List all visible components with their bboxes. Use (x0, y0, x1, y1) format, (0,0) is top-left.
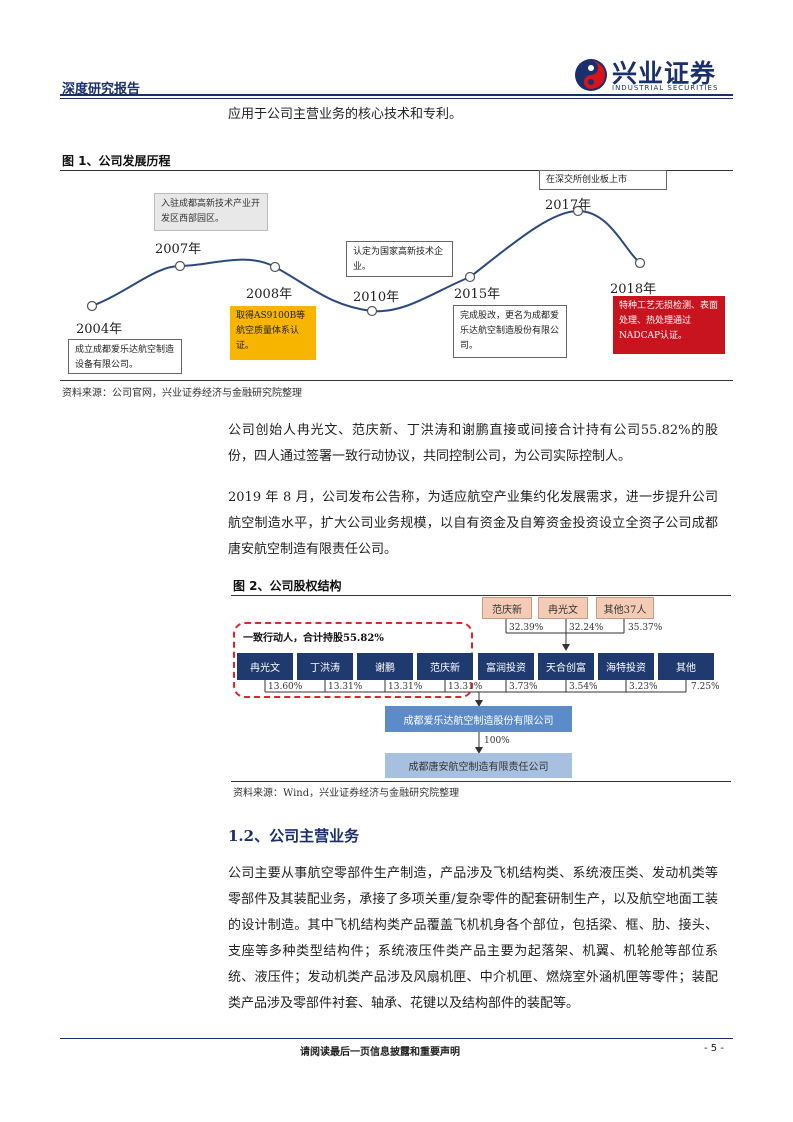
timeline-year-2017: 2017年 (545, 198, 592, 213)
timeline-event-2004: 成立成都爱乐达航空制造设备有限公司。 (68, 339, 182, 374)
shareholder-pct-6: 3.23% (629, 682, 658, 692)
timeline-year-2008: 2008年 (246, 287, 293, 302)
holder-connector-lines (505, 619, 625, 651)
figure1-bottom-rule (60, 380, 733, 381)
section-body: 公司主要从事航空零部件生产制造，产品涉及飞机结构类、系统液压类、发动机类等零部件… (228, 866, 718, 1011)
footer-divider (60, 1038, 733, 1039)
timeline-event-2007: 入驻成都高新技术产业开发区西部园区。 (154, 193, 268, 231)
holder-pct-ran: 32.24% (569, 623, 604, 633)
report-type: 深度研究报告 (62, 82, 141, 97)
holder-box-others37: 其他37人 (596, 597, 654, 619)
holder-pct-others37: 35.37% (628, 623, 663, 633)
figure1-top-rule (60, 170, 733, 171)
shareholder-box-7: 其他 (658, 653, 714, 680)
shareholder-box-1: 丁洪涛 (297, 653, 353, 680)
holder-pct-fan: 32.39% (509, 623, 544, 633)
timeline-year-2018: 2018年 (610, 282, 657, 297)
header-divider (60, 94, 733, 96)
page-number: - 5 - (704, 1043, 724, 1054)
shareholder-pct-0: 13.60% (268, 682, 303, 692)
brand-name-en: INDUSTRIAL SECURITIES (612, 84, 719, 92)
footer-notice: 请阅读最后一页信息披露和重要声明 (300, 1047, 460, 1058)
timeline-curve (86, 205, 646, 317)
holder-box-fan: 范庆新 (482, 597, 532, 619)
shareholder-box-6: 海特投资 (598, 653, 654, 680)
timeline-event-2018: 特种工艺无损检测、表面处理、热处理通过NADCAP认证。 (613, 296, 725, 354)
timeline-year-2015: 2015年 (454, 287, 501, 302)
figure2-bottom-rule (231, 781, 731, 782)
paragraph-subsidiary: 2019 年 8 月，公司发布公告称，为适应航空产业集约化发展需求，进一步提升公… (228, 490, 718, 557)
company-box: 成都爱乐达航空制造股份有限公司 (385, 706, 572, 732)
concert-party-label: 一致行动人，合计持股55.82% (243, 633, 384, 644)
company-arrow (475, 732, 483, 754)
shareholder-pct-4: 3.73% (509, 682, 538, 692)
figure2-title: 图 2、公司股权结构 (233, 579, 342, 593)
shareholder-box-4: 富润投资 (478, 653, 534, 680)
shareholder-box-5: 天合创富 (538, 653, 594, 680)
figure1-title: 图 1、公司发展历程 (62, 154, 171, 168)
timeline-event-2017: 在深交所创业板上市 (539, 170, 667, 190)
shareholder-pct-3: 13.31% (448, 682, 483, 692)
brand-name: 兴业证券 (612, 59, 717, 88)
subsidiary-box: 成都唐安航空制造有限责任公司 (385, 753, 572, 778)
shareholder-box-0: 冉光文 (237, 653, 293, 680)
timeline-event-2008: 取得AS9100B等航空质量体系认证。 (230, 306, 316, 360)
brand-logo-icon (575, 59, 607, 91)
shareholder-pct-1: 13.31% (328, 682, 363, 692)
shareholder-bracket-lines (264, 680, 687, 707)
header-divider-thin (60, 98, 733, 99)
timeline-year-2010: 2010年 (353, 290, 400, 305)
timeline-event-2010: 认定为国家高新技术企业。 (346, 241, 453, 277)
shareholder-pct-5: 3.54% (569, 682, 598, 692)
section-heading: 1.2、公司主营业务 (228, 827, 360, 845)
figure2-top-rule (231, 595, 731, 596)
timeline-year-2007: 2007年 (155, 242, 202, 257)
shareholder-box-3: 范庆新 (417, 653, 473, 680)
paragraph-controllers: 公司创始人冉光文、范庆新、丁洪涛和谢鹏直接或间接合计持有公司55.82%的股份，… (228, 423, 718, 464)
shareholder-pct-7: 7.25% (691, 682, 720, 692)
timeline-year-2004: 2004年 (76, 322, 123, 337)
holder-box-ran: 冉光文 (538, 597, 588, 619)
timeline-event-2015: 完成股改，更名为成都爱乐达航空制造股份有限公司。 (453, 305, 567, 358)
shareholder-box-2: 谢鹏 (357, 653, 413, 680)
subsidiary-pct: 100% (484, 736, 510, 746)
intro-line: 应用于公司主营业务的核心技术和专利。 (228, 107, 463, 122)
figure1-source: 资料来源：公司官网，兴业证券经济与金融研究院整理 (62, 388, 302, 399)
shareholder-pct-2: 13.31% (388, 682, 423, 692)
figure2-source: 资料来源：Wind，兴业证券经济与金融研究院整理 (233, 788, 460, 799)
